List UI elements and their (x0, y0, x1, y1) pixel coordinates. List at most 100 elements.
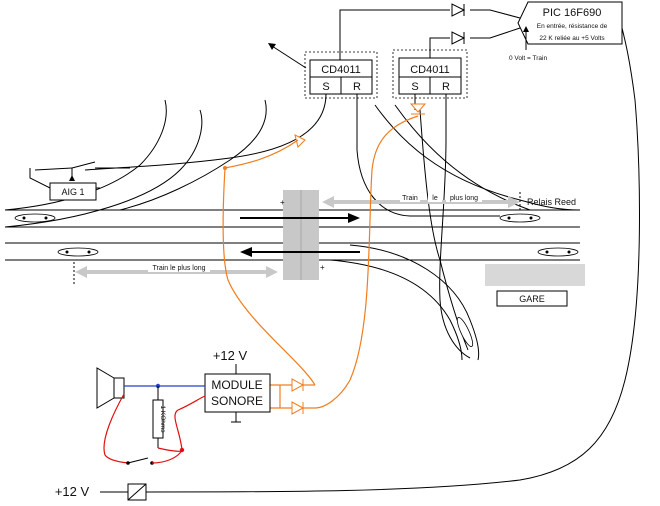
orange-wire-1 (222, 139, 316, 386)
gate-2-dashed-frame (392, 49, 468, 99)
reed-relay-left (14, 213, 56, 223)
orange-node-1 (223, 166, 227, 170)
gate-2: CD4011 S R (392, 49, 468, 99)
aig-pointer-head (69, 175, 75, 181)
module-label-line2: SONORE (211, 394, 263, 408)
train-top-arrow-left (322, 196, 334, 208)
curve-7 (349, 244, 480, 361)
resistor-red-link (157, 447, 184, 452)
curve-3 (119, 99, 267, 211)
reed-right-contact-b (529, 216, 533, 220)
direction-arrows (240, 213, 360, 257)
pic-block: PIC 16F690 En entrée, résistance de 22 K… (509, 1, 623, 62)
reed-bl-contact-a (65, 250, 69, 254)
gare-label-box (496, 290, 568, 307)
gate-1-label: CD4011 (321, 64, 361, 76)
pic-note-line2: 22 K reliée au +5 Volts (539, 35, 605, 42)
gate-2-s: S (411, 81, 418, 93)
track-plan: AIG 1 (4, 99, 581, 361)
speaker-wire-red (103, 393, 129, 464)
diode-module-1 (291, 378, 305, 392)
diode-module-2 (291, 401, 305, 415)
gate1-output-wire (339, 9, 450, 60)
curve-6 (329, 259, 463, 361)
marker-bottom: + (320, 263, 325, 272)
gate2-output-wire (429, 37, 450, 58)
pic-title: PIC 16F690 (543, 7, 602, 19)
orange-wires (222, 115, 419, 415)
gate2-s-track-wire (419, 109, 469, 351)
detection-zone: + + (280, 190, 325, 280)
marker-top: + (280, 198, 285, 207)
red-to-module (174, 395, 206, 451)
pic-chip (517, 1, 623, 45)
aig-label-box (49, 182, 97, 201)
reed-right-contact-a (507, 216, 511, 220)
train-top-arrow-right (508, 196, 520, 208)
train-top-word1: Train (402, 195, 418, 202)
reed-left-contact-b (44, 216, 48, 220)
diode-gate2 (409, 103, 427, 113)
push-switch (127, 457, 149, 464)
pic-input-arrow-head (523, 26, 529, 32)
reed-relay-bottom-left (57, 247, 99, 257)
reed-bl-contact-b (87, 250, 91, 254)
diode-top-1 (451, 3, 466, 17)
train-top-word3: plus long (450, 195, 478, 202)
speaker: 1 KOhms (96, 367, 206, 465)
curve-4 (374, 104, 581, 211)
reed-relay-diagonal (456, 317, 474, 347)
gare: GARE (485, 264, 585, 307)
bottom-supply-label: +12 V (55, 484, 90, 499)
relais-reed-label: Relais Reed (527, 197, 576, 207)
gate-2-label: CD4011 (410, 64, 450, 76)
pic-note-line1: En entrée, résistance de (537, 23, 608, 30)
module-supply-label: +12 V (213, 348, 248, 363)
relay-diagonal (127, 483, 147, 501)
gate-1: CD4011 S R (304, 51, 378, 99)
speaker-body (113, 377, 125, 399)
long-return-wire (145, 27, 640, 493)
train-top-text-bg2 (428, 194, 442, 202)
reed-br-contact-b (567, 250, 571, 254)
gate-2-r: R (442, 81, 450, 93)
gare-label: GARE (519, 294, 545, 304)
reed-left-contact-a (22, 216, 26, 220)
reed-relay-bottom-right (537, 247, 579, 257)
train-bottom-arrow-left (75, 266, 87, 278)
curve-1 (4, 99, 167, 211)
train-top-text-bg1 (400, 194, 420, 202)
switch-red-wire (151, 449, 183, 464)
train-bottom-label: Train le plus long (152, 265, 205, 272)
orange-wire-2 (314, 115, 419, 409)
aig-wire-left (34, 167, 73, 171)
resistor-label: 1 KOhms (159, 405, 166, 433)
speaker-cone-icon (96, 367, 115, 409)
module-label-line1: MODULE (211, 378, 262, 392)
arrow-left-head (240, 247, 252, 257)
curve-2 (4, 109, 203, 228)
aig-switch (71, 161, 96, 169)
gate1-arrow-line (271, 45, 307, 69)
gate-1-s: S (322, 81, 329, 93)
diode-top-2 (451, 31, 466, 45)
pic-input1-wire (470, 9, 521, 19)
gate1-r-wire (356, 94, 500, 217)
pic-input2-wire (470, 27, 521, 39)
gate1-s-wire (84, 93, 327, 171)
gate1-arrow-head (268, 43, 276, 50)
arrow-right-head (348, 213, 360, 223)
train-bottom-text-bg (148, 264, 210, 272)
pic-wires (268, 3, 521, 69)
gate-1-dashed-frame (304, 51, 378, 99)
module-box (204, 373, 271, 413)
module-sonore: +12 V MODULE SONORE (204, 348, 271, 423)
pic-input-note: 0 Volt = Train (509, 55, 548, 62)
reed-relay-right (499, 213, 541, 223)
train-length-arrows: Train le plus long Train le plus long (73, 192, 521, 285)
reed-br-contact-a (545, 250, 549, 254)
train-bottom-arrow-right (266, 266, 278, 278)
bottom-supply: +12 V (55, 27, 640, 501)
